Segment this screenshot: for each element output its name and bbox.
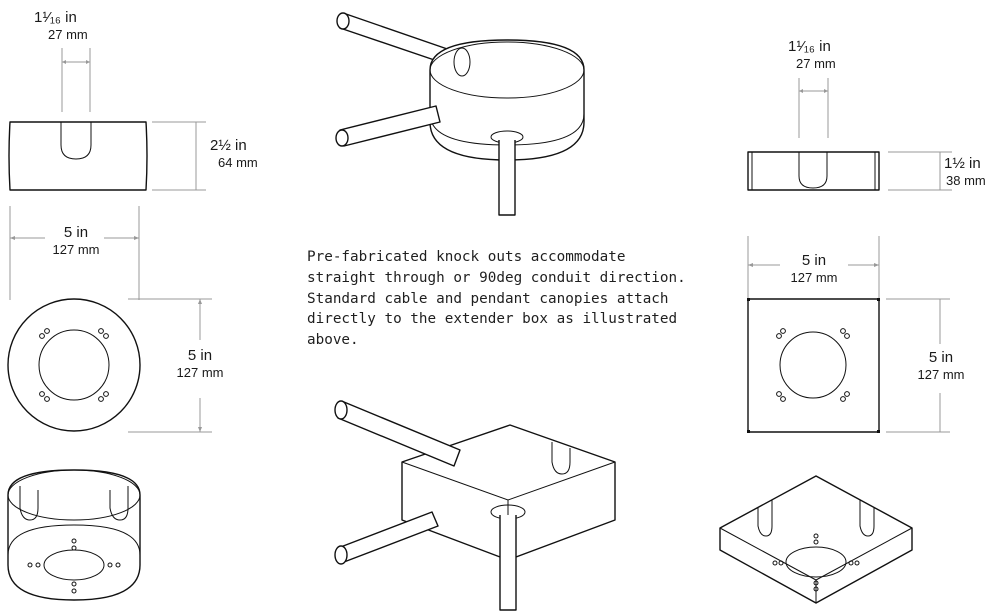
slot-width-square-imperial: 1¹⁄₁₆ in xyxy=(788,38,831,55)
height-round-imperial: 2½ in xyxy=(210,137,247,154)
square-box-isometric xyxy=(719,475,913,604)
height-square-label: 1½ in 38 mm xyxy=(944,156,986,190)
square-width-label: 5 in 127 mm xyxy=(785,253,843,287)
slot-width-round-label: 1¹⁄₁₆ in 27 mm xyxy=(34,10,88,44)
height-square-metric: 38 mm xyxy=(946,172,986,188)
round-box-plan-view xyxy=(7,206,212,433)
square-box-side-view xyxy=(747,78,952,191)
diameter-height-imperial: 5 in xyxy=(187,347,213,364)
square-width-imperial: 5 in xyxy=(801,252,827,269)
square-box-plan-view xyxy=(747,236,950,433)
diameter-width-imperial: 5 in xyxy=(63,224,89,241)
diameter-width-metric: 127 mm xyxy=(52,241,100,257)
slot-width-square-label: 1¹⁄₁₆ in 27 mm xyxy=(788,39,836,73)
height-round-metric: 64 mm xyxy=(218,154,258,170)
diameter-height-metric: 127 mm xyxy=(176,364,224,380)
slot-width-round-imperial: 1¹⁄₁₆ in xyxy=(34,9,77,26)
round-box-isometric xyxy=(7,469,141,601)
round-box-with-conduit xyxy=(335,12,585,216)
square-height-label: 5 in 127 mm xyxy=(912,350,970,384)
caption-text: Pre-fabricated knock outs accommodate st… xyxy=(307,249,686,349)
diameter-width-label: 5 in 127 mm xyxy=(48,225,104,259)
square-height-metric: 127 mm xyxy=(917,366,965,382)
square-height-imperial: 5 in xyxy=(928,349,954,366)
height-round-label: 2½ in 64 mm xyxy=(210,138,258,172)
slot-width-round-metric: 27 mm xyxy=(48,26,88,42)
round-box-side-view xyxy=(8,48,206,191)
diameter-height-label: 5 in 127 mm xyxy=(168,348,232,382)
slot-width-square-metric: 27 mm xyxy=(796,55,836,71)
square-box-with-conduit xyxy=(334,400,616,611)
height-square-imperial: 1½ in xyxy=(944,155,981,172)
square-width-metric: 127 mm xyxy=(790,269,838,285)
